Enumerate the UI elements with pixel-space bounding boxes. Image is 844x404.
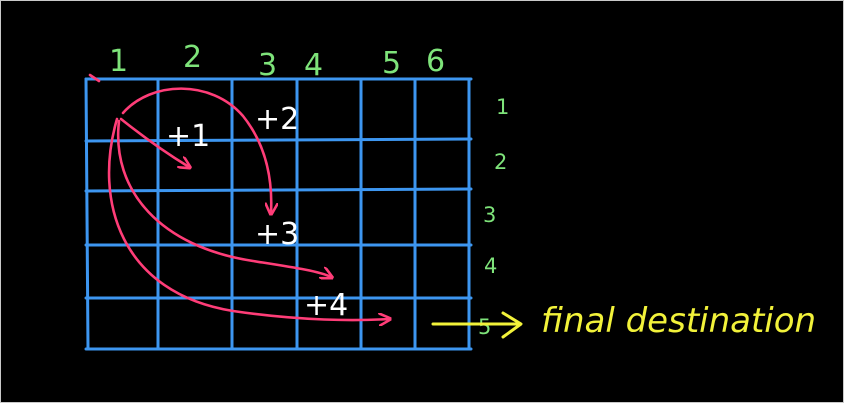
step-label: +2: [255, 102, 299, 137]
grid-left-border: [84, 77, 90, 351]
step-label: +4: [304, 288, 348, 323]
column-number: 3: [258, 48, 277, 83]
jump-arrow-plus-3: [116, 119, 331, 277]
jump-arrow-plus-1: [119, 117, 189, 167]
row-number: 4: [484, 254, 497, 278]
column-number: 4: [304, 48, 323, 83]
column-numbers: 1 2 3 4 5 6: [109, 40, 445, 83]
jump-arrow-plus-4: [107, 117, 389, 320]
jump-arrow-plus-2: [121, 87, 271, 213]
step-labels: +1 +2 +3 +4: [166, 102, 348, 323]
row-number: 1: [496, 95, 509, 119]
step-label: +3: [255, 217, 299, 252]
column-number: 1: [109, 44, 128, 79]
start-mark: [88, 73, 101, 83]
jump-paths: [88, 73, 389, 320]
destination-arrow: [431, 311, 523, 339]
destination-label: final destination: [541, 301, 816, 341]
column-number: 2: [183, 40, 202, 75]
row-number: 3: [483, 203, 496, 227]
row-number: 5: [478, 315, 491, 339]
grid-hline-1: [84, 137, 473, 143]
column-number: 6: [426, 44, 445, 79]
destination-arrow-head: [501, 311, 523, 339]
step-label: +1: [166, 119, 210, 154]
row-numbers: 1 2 3 4 5: [478, 95, 509, 339]
grid-hline-2: [84, 187, 473, 193]
column-number: 5: [382, 46, 401, 81]
row-number: 2: [494, 150, 507, 174]
